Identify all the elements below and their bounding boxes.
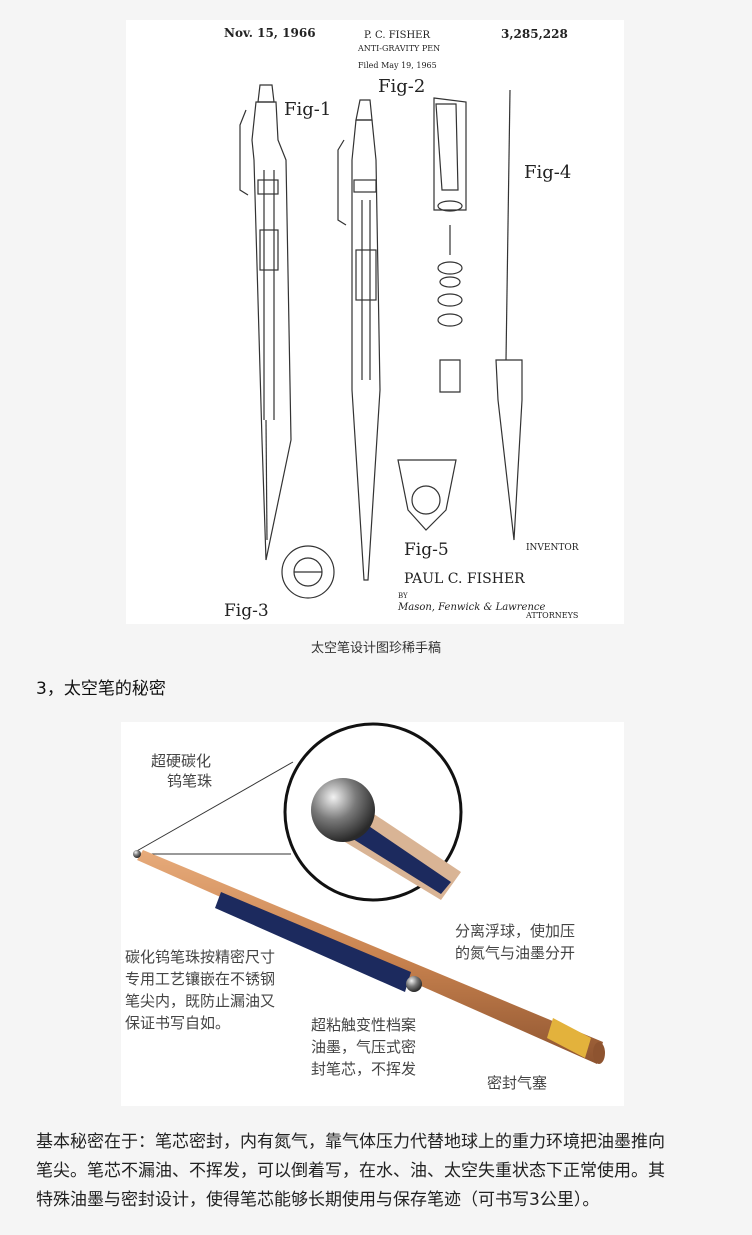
inventor-name: PAUL C. FISHER: [404, 571, 525, 587]
refill-diagram: 超硬碳化 钨笔珠 分离浮球，使加压 的氮气与油墨分开 碳化钨笔珠按精密尺寸 专用…: [121, 722, 624, 1106]
body-paragraph: 基本秘密在于：笔芯密封，内有氮气，靠气体压力代替地球上的重力环境把油墨推向 笔尖…: [36, 1128, 726, 1215]
patent-inventor-header: P. C. FISHER: [364, 30, 430, 41]
fig5-label: Fig-5: [404, 540, 449, 560]
label-ink-line3: 封笔芯，不挥发: [311, 1060, 416, 1078]
fig1-label: Fig-1: [284, 99, 331, 120]
label-ball-line2: 钨笔珠: [167, 772, 212, 790]
label-ink-line2: 油墨，气压式密: [311, 1038, 416, 1056]
patent-filed: Filed May 19, 1965: [358, 61, 437, 70]
magnified-tip: [283, 722, 463, 902]
fig4-label: Fig-4: [524, 162, 571, 183]
image-caption: 太空笔设计图珍稀手稿: [310, 641, 441, 656]
by-label: BY: [398, 592, 408, 600]
patent-number: 3,285,228: [501, 27, 568, 41]
fig5-tip-drawing: [397, 459, 457, 531]
patent-title: ANTI-GRAVITY PEN: [357, 44, 440, 53]
label-ball-line1: 超硬碳化: [151, 752, 211, 770]
body-line-2: 笔尖。笔芯不漏油、不挥发，可以倒着写，在水、油、太空失重状态下正常使用。其: [36, 1161, 665, 1181]
label-seal: 密封气塞: [487, 1074, 547, 1092]
fig2-label: Fig-2: [378, 76, 425, 97]
attorneys-label: ATTORNEYS: [525, 611, 578, 620]
fig4-exploded-drawing: [433, 89, 523, 541]
label-tip-line2: 专用工艺镶嵌在不锈钢: [125, 970, 275, 988]
inventor-label: INVENTOR: [526, 543, 579, 553]
fig3-section-drawing: [281, 545, 335, 599]
fig3-label: Fig-3: [224, 601, 269, 621]
label-tip-line3: 笔尖内，既防止漏油又: [125, 992, 275, 1010]
fig2-pen-drawing: [337, 99, 381, 581]
section-heading: 3，太空笔的秘密: [36, 679, 166, 699]
label-ink-line1: 超粘触变性档案: [311, 1016, 416, 1034]
label-float-line2: 的氮气与油墨分开: [455, 944, 575, 962]
attorneys-signature: Mason, Fenwick & Lawrence: [397, 602, 545, 613]
patent-date: Nov. 15, 1966: [224, 26, 316, 40]
label-tip-line4: 保证书写自如。: [125, 1014, 230, 1032]
label-tip-line1: 碳化钨笔珠按精密尺寸: [125, 948, 275, 966]
body-line-1: 基本秘密在于：笔芯密封，内有氮气，靠气体压力代替地球上的重力环境把油墨推向: [36, 1132, 665, 1152]
patent-drawing: Nov. 15, 1966 P. C. FISHER 3,285,228 ANT…: [126, 20, 624, 624]
refill-tube: [133, 850, 605, 1064]
label-float-line1: 分离浮球，使加压: [455, 922, 575, 940]
body-line-3: 特殊油墨与密封设计，使得笔芯能够长期使用与保存笔迹（可书写3公里）。: [36, 1190, 600, 1210]
fig1-pen-drawing: [239, 84, 292, 561]
